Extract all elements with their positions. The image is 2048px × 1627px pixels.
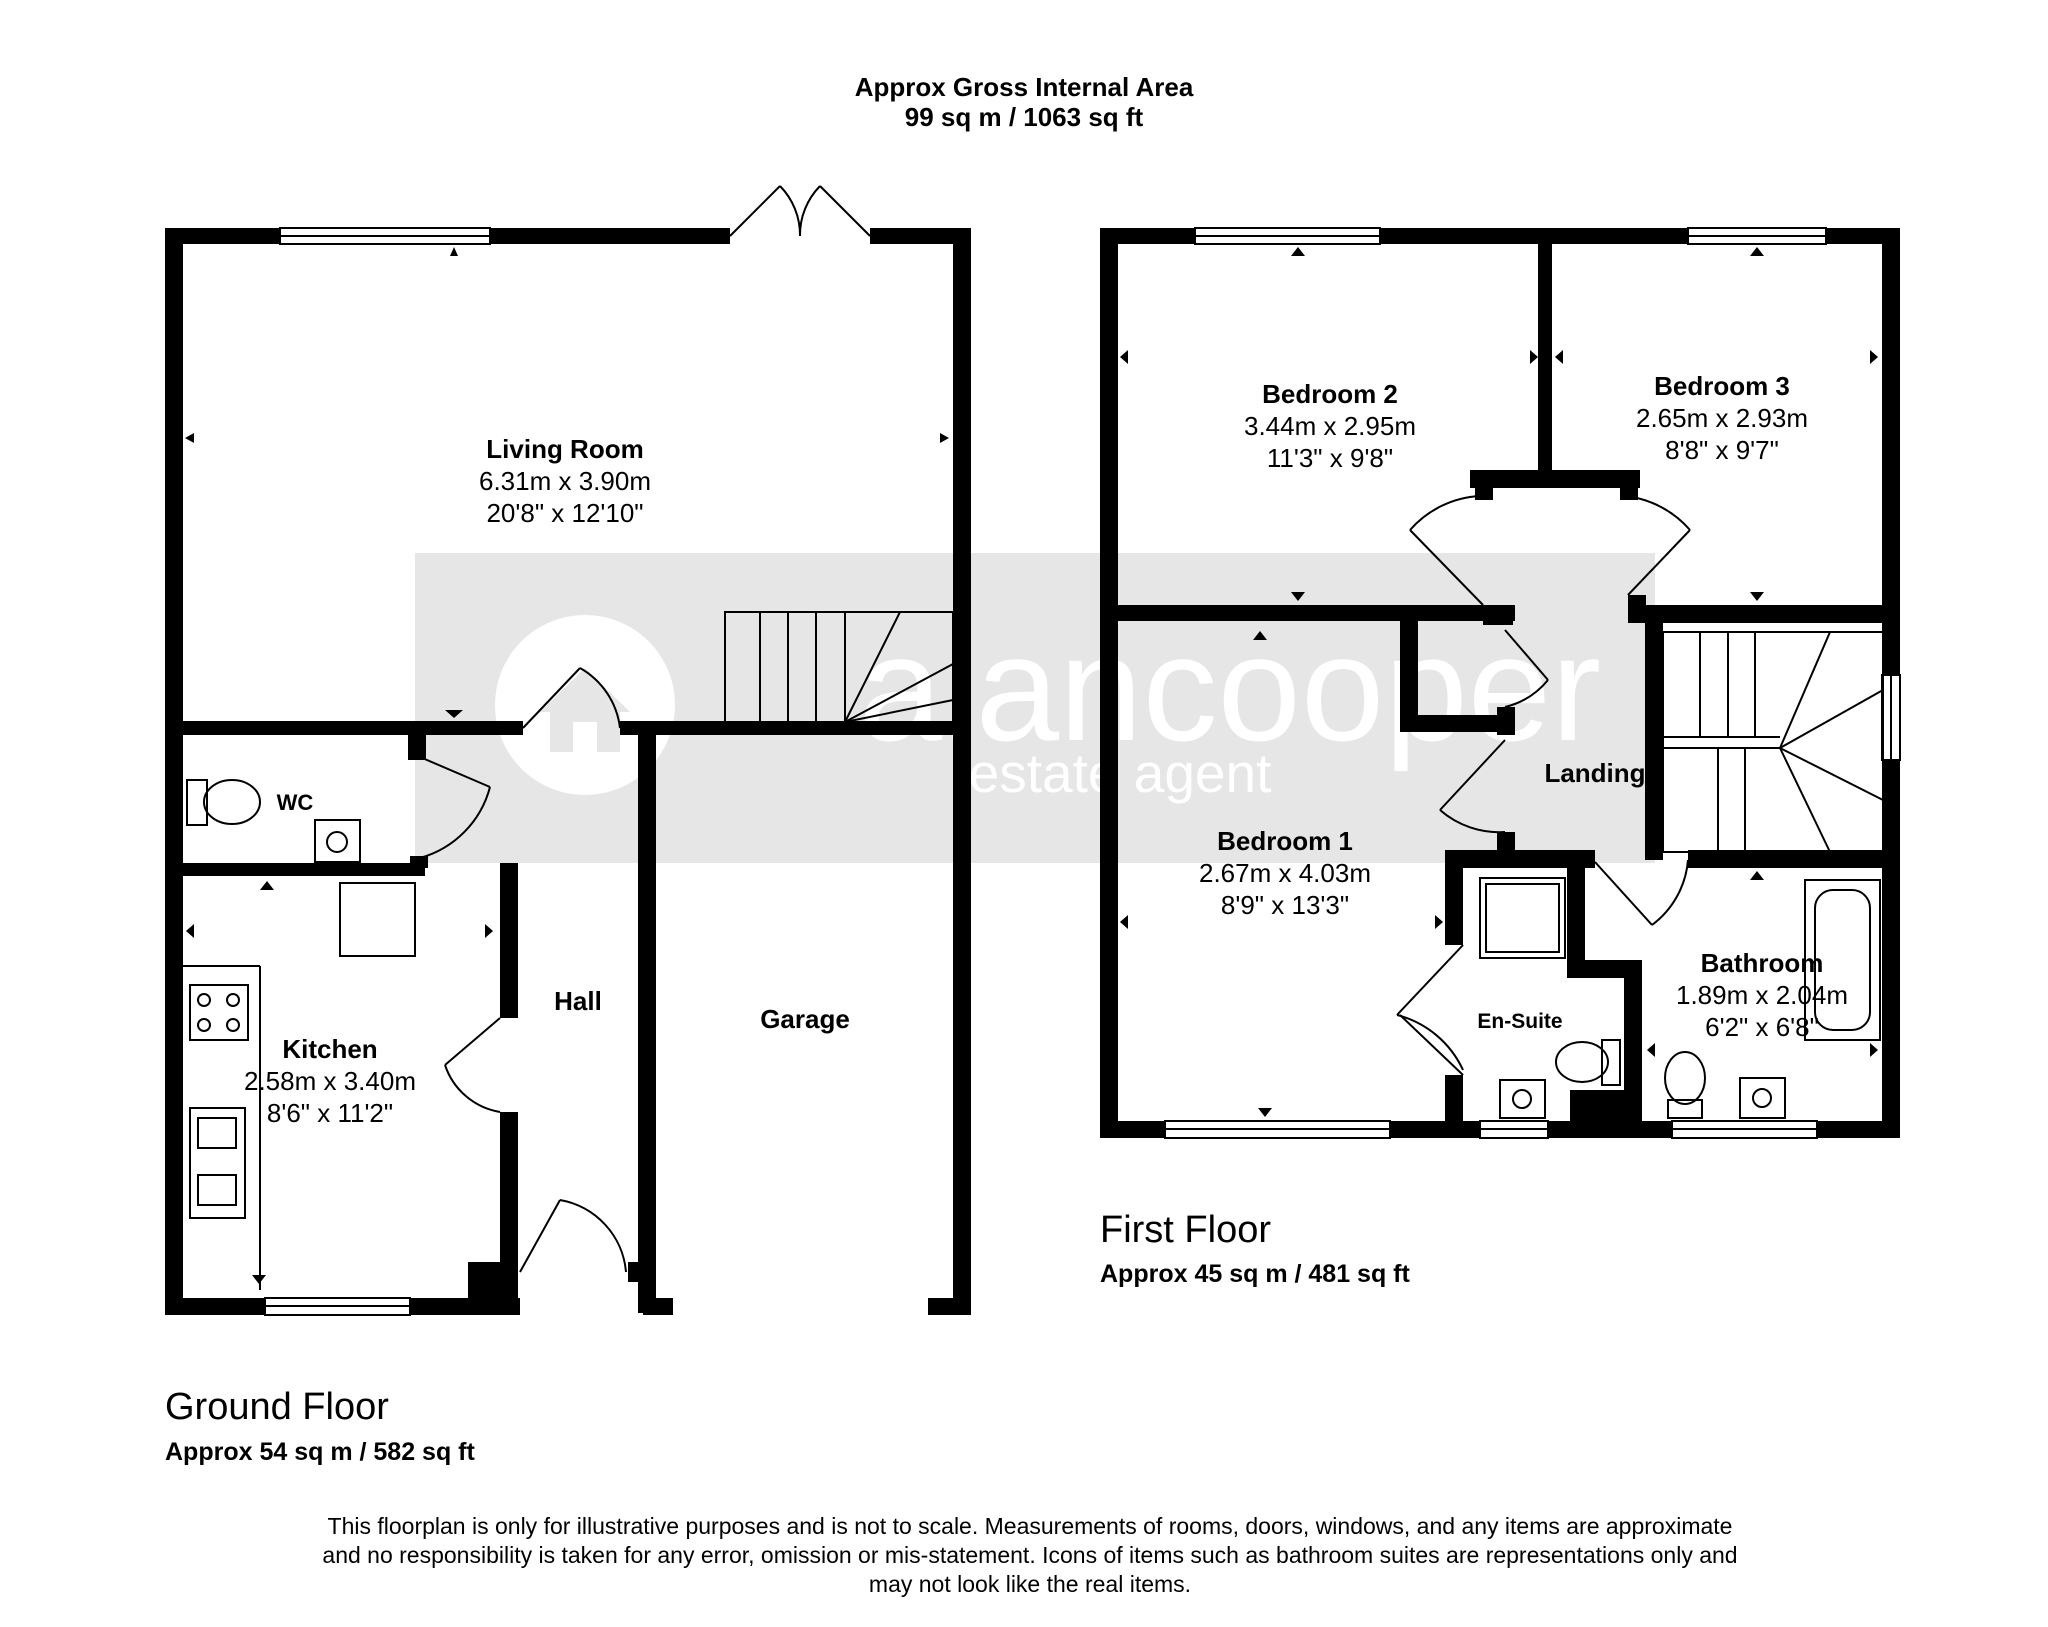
first-floor-windows <box>1164 227 1901 1139</box>
bedroom2-imperial: 11'3" x 9'8" <box>1267 443 1393 473</box>
en-suite-name: En-Suite <box>1477 1010 1562 1033</box>
garage-name: Garage <box>760 1004 850 1034</box>
ground-floor-area: Approx 54 sq m / 582 sq ft <box>165 1438 475 1466</box>
watermark-brand: alancooper <box>859 604 1601 772</box>
hob-icon <box>189 984 249 1041</box>
first-measure-arrows <box>1120 247 1878 1117</box>
disclaimer: This floorplan is only for illustrative … <box>280 1512 1780 1599</box>
wc-fittings <box>186 779 361 863</box>
watermark-house-door <box>573 722 597 752</box>
disclaimer-line-3: may not look like the real items. <box>868 1571 1192 1597</box>
ground-floor-stairs <box>724 611 954 723</box>
house-icon <box>540 668 630 752</box>
kitchen-metric: 2.58m x 3.40m <box>244 1066 416 1096</box>
bedroom3-name: Bedroom 3 <box>1654 371 1790 401</box>
ground-floor-plan: Living Room 6.31m x 3.90m 20'8" x 12'10"… <box>165 185 971 1316</box>
french-doors <box>729 185 871 237</box>
first-floor-title: First Floor <box>1100 1209 1271 1251</box>
bathroom-toilet-icon <box>1664 1051 1706 1105</box>
disclaimer-line-1: This floorplan is only for illustrative … <box>327 1513 1733 1539</box>
gross-area-value: 99 sq m / 1063 sq ft <box>904 102 1144 132</box>
living-room-metric: 6.31m x 3.90m <box>479 466 651 496</box>
landing-name: Landing <box>1544 758 1645 788</box>
watermark: alancooper estate agent <box>415 553 1655 863</box>
bedroom1-metric: 2.67m x 4.03m <box>1199 858 1371 888</box>
first-room-labels: Bedroom 2 3.44m x 2.95m 11'3" x 9'8" Bed… <box>1199 371 1848 1042</box>
gross-area-label: Approx Gross Internal Area <box>854 72 1194 102</box>
bathroom-imperial: 6'2" x 6'8" <box>1705 1012 1819 1042</box>
living-room-name: Living Room <box>486 434 643 464</box>
shower-icon <box>1479 877 1566 959</box>
bedroom1-name: Bedroom 1 <box>1217 826 1353 856</box>
bedroom3-imperial: 8'8" x 9'7" <box>1665 435 1779 465</box>
first-floor-plan: Bedroom 2 3.44m x 2.95m 11'3" x 9'8" Bed… <box>1100 227 1901 1139</box>
ground-measure-arrows <box>185 247 949 1284</box>
first-floor-doors <box>1396 495 1691 1076</box>
gross-area-header: Approx Gross Internal Area 99 sq m / 106… <box>0 72 2048 132</box>
sink-icon <box>189 1107 246 1219</box>
first-floor-area: Approx 45 sq m / 481 sq ft <box>1100 1260 1410 1288</box>
bath-icon <box>1804 879 1881 1041</box>
kitchen-imperial: 8'6" x 11'2" <box>267 1098 393 1128</box>
ground-floor-windows <box>264 227 491 1316</box>
disclaimer-line-2: and no responsibility is taken for any e… <box>322 1542 1738 1568</box>
bedroom1-imperial: 8'9" x 13'3" <box>1221 890 1349 920</box>
ground-floor-title: Ground Floor <box>165 1386 389 1428</box>
toilet-icon <box>186 779 208 826</box>
bathroom-basin-icon <box>1739 1077 1786 1119</box>
ensuite-toilet-icon <box>1601 1039 1621 1086</box>
living-room-imperial: 20'8" x 12'10" <box>486 498 643 528</box>
hall-name: Hall <box>554 986 602 1016</box>
ground-floor-doors <box>419 667 627 1273</box>
kitchen-name: Kitchen <box>282 1034 377 1064</box>
watermark-tagline: estate agent <box>969 742 1272 804</box>
bedroom2-name: Bedroom 2 <box>1262 379 1398 409</box>
bathroom-fittings <box>1479 877 1881 1119</box>
bedroom3-metric: 2.65m x 2.93m <box>1636 403 1808 433</box>
kitchen-fittings <box>183 882 416 1290</box>
bathroom-name: Bathroom <box>1701 948 1824 978</box>
ground-room-labels: Living Room 6.31m x 3.90m 20'8" x 12'10"… <box>244 434 850 1128</box>
ensuite-basin-icon <box>1499 1079 1546 1119</box>
bathroom-metric: 1.89m x 2.04m <box>1676 980 1848 1010</box>
first-floor-stairs <box>1662 631 1884 853</box>
bedroom2-metric: 3.44m x 2.95m <box>1244 411 1416 441</box>
wc-name: WC <box>277 790 314 815</box>
basin-icon <box>314 819 361 863</box>
